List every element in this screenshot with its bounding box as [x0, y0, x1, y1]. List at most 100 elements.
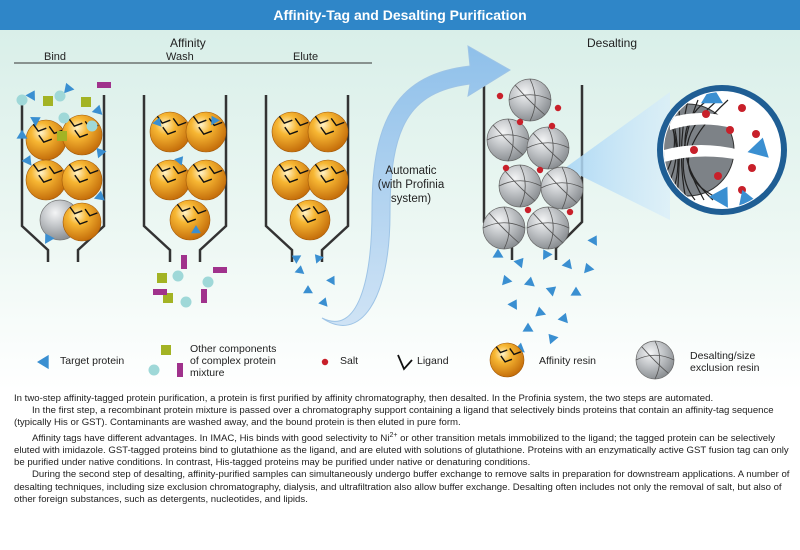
ligand-icon — [312, 205, 327, 215]
salt-icon — [566, 208, 574, 216]
affinity-resin-bead — [185, 111, 227, 153]
ligand-icon — [294, 117, 309, 127]
target-protein-icon — [21, 155, 32, 166]
ligand-icon — [284, 126, 299, 136]
automatic-arrow — [321, 45, 511, 326]
affinity-resin-bead — [62, 202, 102, 242]
ligand-icon — [296, 203, 311, 213]
affinity-resin-bead — [289, 199, 331, 241]
desalting-bead-pore — [654, 340, 661, 380]
salt-icon — [726, 126, 734, 134]
affinity-resin-bead — [307, 111, 349, 153]
ligand-icon — [320, 126, 335, 136]
affinity-resin-bead — [489, 342, 525, 378]
ligand-icon — [172, 117, 187, 127]
target-protein-icon — [502, 274, 513, 286]
target-protein-icon — [584, 262, 595, 274]
contaminant-square-icon — [157, 273, 167, 283]
ligand-icon — [284, 174, 299, 184]
magnified-pore-channel — [664, 145, 740, 162]
desalting-bead-pore — [519, 164, 526, 208]
desalting-bead-pore — [498, 180, 542, 187]
legend-affinity-resin: Affinity resin — [539, 355, 596, 367]
target-protein-icon — [523, 276, 535, 287]
affinity-resin-bead — [25, 159, 67, 201]
target-protein-icon — [701, 92, 723, 104]
paragraph-4: During the second step of desalting, aff… — [14, 469, 790, 505]
desalting-bead-pore — [486, 134, 530, 141]
description-text: In two-step affinity-tagged protein puri… — [14, 393, 790, 506]
target-protein-icon — [557, 312, 568, 324]
target-protein-icon — [36, 354, 49, 370]
target-protein-icon — [522, 322, 534, 332]
target-protein-icon — [318, 297, 328, 307]
contaminant-circle-icon — [180, 296, 192, 308]
target-protein-icon — [535, 306, 547, 317]
desalting-bead-pore — [547, 126, 554, 170]
target-protein-icon — [587, 235, 597, 246]
target-protein-icon — [545, 286, 557, 297]
desalting-bead-pore — [526, 142, 570, 149]
salt-icon — [536, 166, 544, 174]
desalting-bead-pore — [547, 206, 554, 250]
target-protein-icon — [16, 129, 28, 139]
desalting-bead-pore — [514, 85, 545, 116]
salt-icon — [502, 164, 510, 172]
salt-icon — [752, 130, 760, 138]
target-protein-icon — [291, 255, 302, 264]
contaminant-circle-icon — [172, 270, 184, 282]
magnifier-cone — [565, 92, 670, 220]
paragraph-3: Affinity tags have different advantages.… — [14, 431, 789, 469]
salt-icon — [748, 164, 756, 172]
ligand-icon — [74, 174, 89, 184]
target-protein-icon — [507, 299, 517, 310]
paragraph-2: In the first step, a recombinant protein… — [14, 405, 774, 429]
ligand-icon — [509, 348, 522, 356]
contaminant-square-icon — [81, 97, 91, 107]
target-protein-icon — [191, 225, 201, 234]
affinity-resin-bead — [61, 159, 103, 201]
target-protein-icon — [152, 117, 162, 127]
ligand-icon — [162, 126, 177, 136]
ligand-icon — [208, 117, 223, 127]
contaminant-bar-icon — [177, 363, 183, 377]
target-protein-icon — [25, 90, 35, 101]
target-protein-icon — [492, 248, 504, 258]
ligand-icon — [84, 208, 98, 217]
affinity-resin-bead — [149, 111, 191, 153]
contaminant-circle-icon — [54, 90, 66, 102]
affinity-resin-bead — [271, 159, 313, 201]
ligand-icon — [278, 115, 293, 125]
ligand-icon — [74, 129, 89, 139]
target-protein-icon — [45, 233, 55, 244]
ligand-icon — [330, 117, 345, 127]
legend-target-protein: Target protein — [60, 355, 125, 367]
contaminant-bar-icon — [153, 289, 167, 295]
target-protein-icon — [747, 137, 769, 158]
elute-column — [264, 95, 350, 262]
desalting-bead-pore — [507, 118, 514, 162]
ligand-icon — [192, 205, 207, 215]
ligand-icon — [198, 126, 213, 136]
target-protein-icon — [174, 156, 184, 166]
ligand-icon — [314, 115, 329, 125]
contaminant-bar-icon — [201, 289, 207, 303]
affinity-resin-bead — [185, 159, 227, 201]
ligand-icon — [330, 165, 345, 175]
desalting-bead-pore — [561, 166, 568, 210]
desalting-bead-pore — [635, 354, 675, 361]
ligand-icon — [495, 346, 508, 354]
page-title: Affinity-Tag and Desalting Purification — [0, 0, 800, 30]
desalting-bead-pore — [482, 222, 526, 229]
contaminant-circle-icon — [16, 94, 28, 106]
ligand-icon — [192, 163, 207, 173]
salt-icon — [714, 172, 722, 180]
target-protein-icon — [91, 104, 103, 115]
contaminant-square-icon — [161, 345, 171, 355]
desalting-bead-pore — [546, 173, 577, 204]
contaminant-circle-icon — [148, 364, 160, 376]
step-elute-label: Elute — [293, 51, 319, 63]
ligand-icon — [48, 165, 63, 175]
